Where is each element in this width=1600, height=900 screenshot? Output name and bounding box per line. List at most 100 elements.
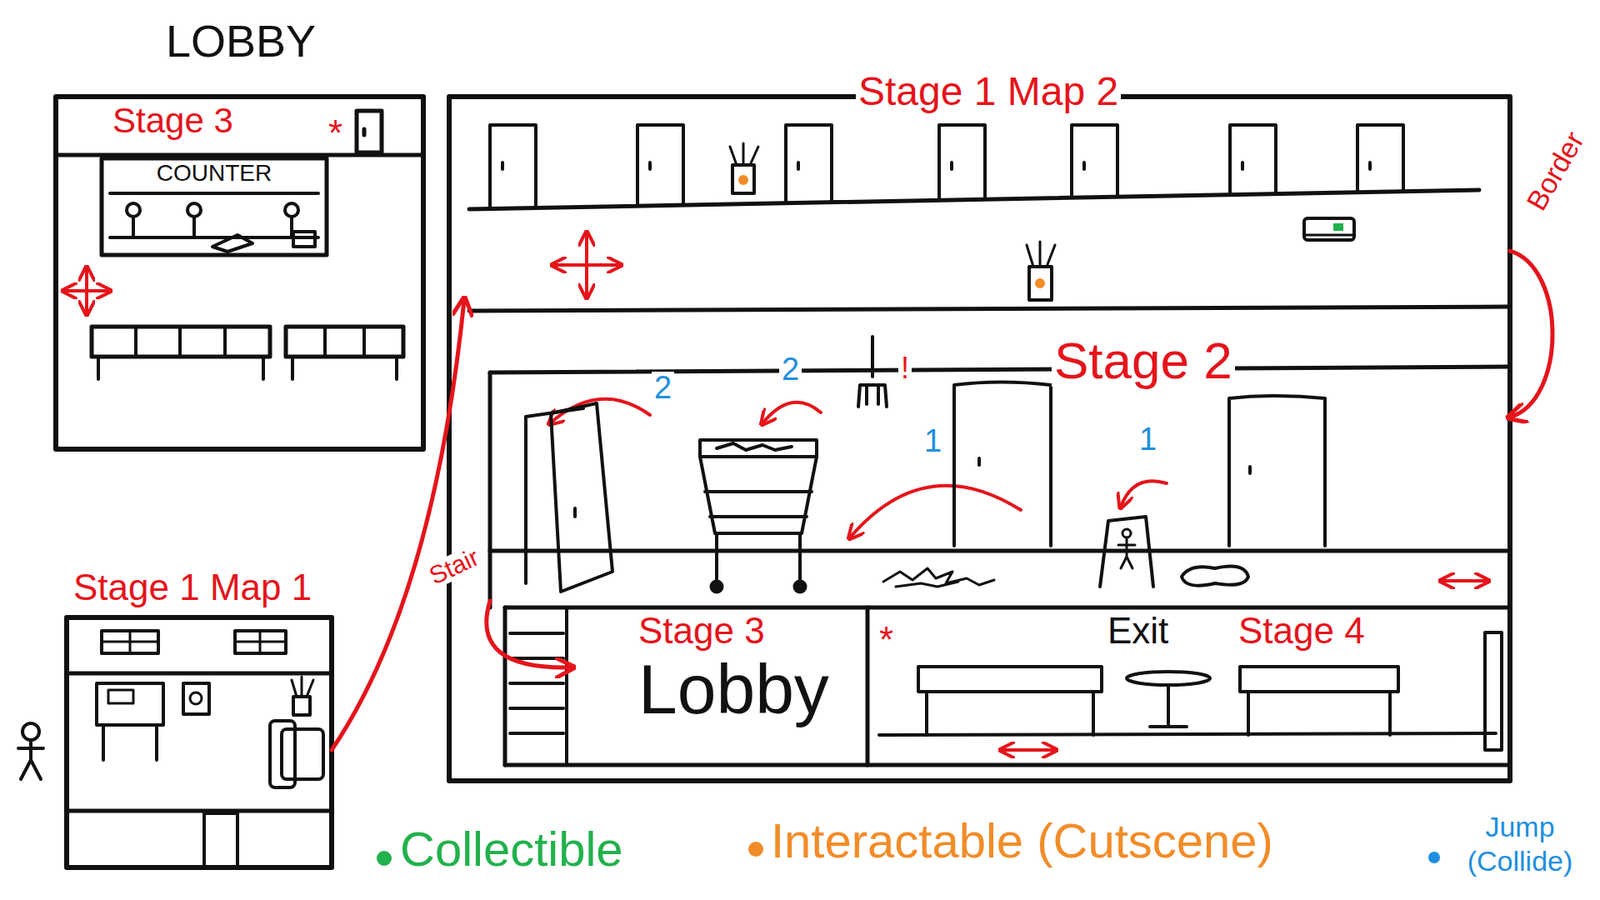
stage-label-wrap: Stage 3 — [112, 103, 234, 139]
bench — [1248, 691, 1390, 735]
callout-number: 1 — [1136, 423, 1160, 455]
alert-mark-wrap: ! — [898, 353, 912, 384]
plant — [732, 165, 755, 194]
seats — [292, 326, 397, 380]
edge-label-wrap: Border — [1520, 125, 1590, 218]
stool — [192, 216, 196, 238]
stairs — [510, 607, 567, 765]
lobby-area: Stage 3 Lobby — [571, 607, 868, 765]
legend-text: Collectible — [400, 825, 624, 874]
panel-outline — [55, 96, 424, 450]
wall-line — [469, 190, 1480, 210]
jump-arrow — [1120, 480, 1167, 507]
move-arrow — [553, 263, 587, 267]
box — [183, 683, 210, 715]
panel-outline — [66, 617, 332, 868]
plant — [293, 696, 310, 715]
stage-label: Stage 4 — [1238, 612, 1365, 650]
keyboard — [212, 235, 253, 252]
floor-line — [505, 763, 1510, 768]
wet-floor-sign — [1118, 537, 1135, 569]
legend-text-wrap: Interactable (Cutscene) — [770, 816, 1274, 865]
bench — [1240, 666, 1399, 692]
area-label-wrap: Exit — [1107, 612, 1169, 650]
stage-label-wrap: Stage 1 Map 2 — [855, 71, 1121, 112]
move-arrow — [586, 263, 620, 267]
door-knob — [502, 162, 1370, 170]
area-label-wrap: Lobby — [638, 654, 830, 725]
wall-line — [469, 306, 1510, 311]
collectible-device — [1304, 234, 1355, 237]
stick-figure — [18, 740, 44, 780]
jump-arrow — [850, 485, 1021, 538]
table — [1126, 671, 1210, 685]
move-arrow — [1001, 748, 1029, 752]
wall-line — [503, 607, 508, 765]
legend-text: Jump (Collide) — [1467, 810, 1574, 877]
interact-dot — [1035, 278, 1045, 289]
bench — [918, 666, 1102, 692]
stick-figure — [22, 723, 40, 740]
window — [101, 630, 159, 654]
alert-mark: ! — [898, 353, 912, 384]
bed — [281, 729, 324, 780]
callout-number-wrap: 2 — [651, 371, 675, 404]
edge-label: Border — [1520, 125, 1590, 218]
callout-number: 1 — [921, 425, 945, 457]
legend-swatch — [748, 841, 764, 857]
stage-label: Stage 2 — [1051, 335, 1235, 387]
lobby-panel: LOBBYStage 3COUNTER — [55, 96, 424, 450]
wall-line — [490, 366, 1510, 373]
plant — [291, 676, 314, 697]
stool — [126, 203, 140, 217]
cart — [700, 443, 817, 582]
counter-line — [110, 235, 319, 240]
map-sketch — [449, 96, 1510, 781]
stool — [187, 203, 201, 217]
move-arrow — [1441, 579, 1463, 583]
marker-star-wrap: * — [876, 621, 896, 659]
callout-number-wrap: 2 — [779, 353, 802, 385]
door — [490, 125, 1404, 209]
door-knob — [362, 129, 367, 135]
panel-outline — [449, 96, 1510, 781]
stage-band: Stage 2 — [490, 372, 1510, 608]
seats — [98, 326, 264, 380]
stage-label-wrap: Stage 3 — [638, 612, 765, 650]
edge-label-wrap: Stair — [423, 543, 485, 590]
stage-label: Stage 3 — [112, 103, 234, 139]
collectible-device — [1304, 218, 1355, 240]
marker-star-wrap: * — [328, 115, 343, 152]
floor-line — [879, 733, 1496, 735]
marker-star: * — [876, 621, 896, 659]
door — [1485, 632, 1502, 750]
transition-arrow — [1510, 250, 1553, 418]
plant — [730, 143, 759, 165]
area-label: Exit — [1107, 612, 1169, 650]
seats — [285, 326, 404, 357]
callout-number: 2 — [651, 371, 675, 404]
monitor — [293, 231, 315, 247]
wall-line — [488, 372, 493, 608]
box — [190, 692, 202, 705]
callout-number: 2 — [779, 353, 802, 385]
interact-dot — [738, 175, 749, 185]
legend-swatch — [376, 850, 392, 866]
door — [356, 110, 382, 153]
move-arrow — [585, 265, 589, 297]
move-arrow — [1028, 748, 1055, 752]
counter-line — [110, 191, 319, 195]
legend-text: Interactable (Cutscene) — [770, 816, 1274, 865]
desk — [96, 683, 164, 725]
corridor-band: Stage 1 Map 2 — [464, 96, 1510, 311]
stool — [131, 216, 135, 238]
transition-arrow — [486, 600, 572, 668]
wall-line — [865, 607, 870, 765]
counter-box: COUNTER — [101, 158, 327, 255]
map-panel: Stage 1 Map 1 — [66, 617, 332, 868]
marker-star: * — [328, 115, 343, 152]
counter-outline — [101, 158, 327, 255]
